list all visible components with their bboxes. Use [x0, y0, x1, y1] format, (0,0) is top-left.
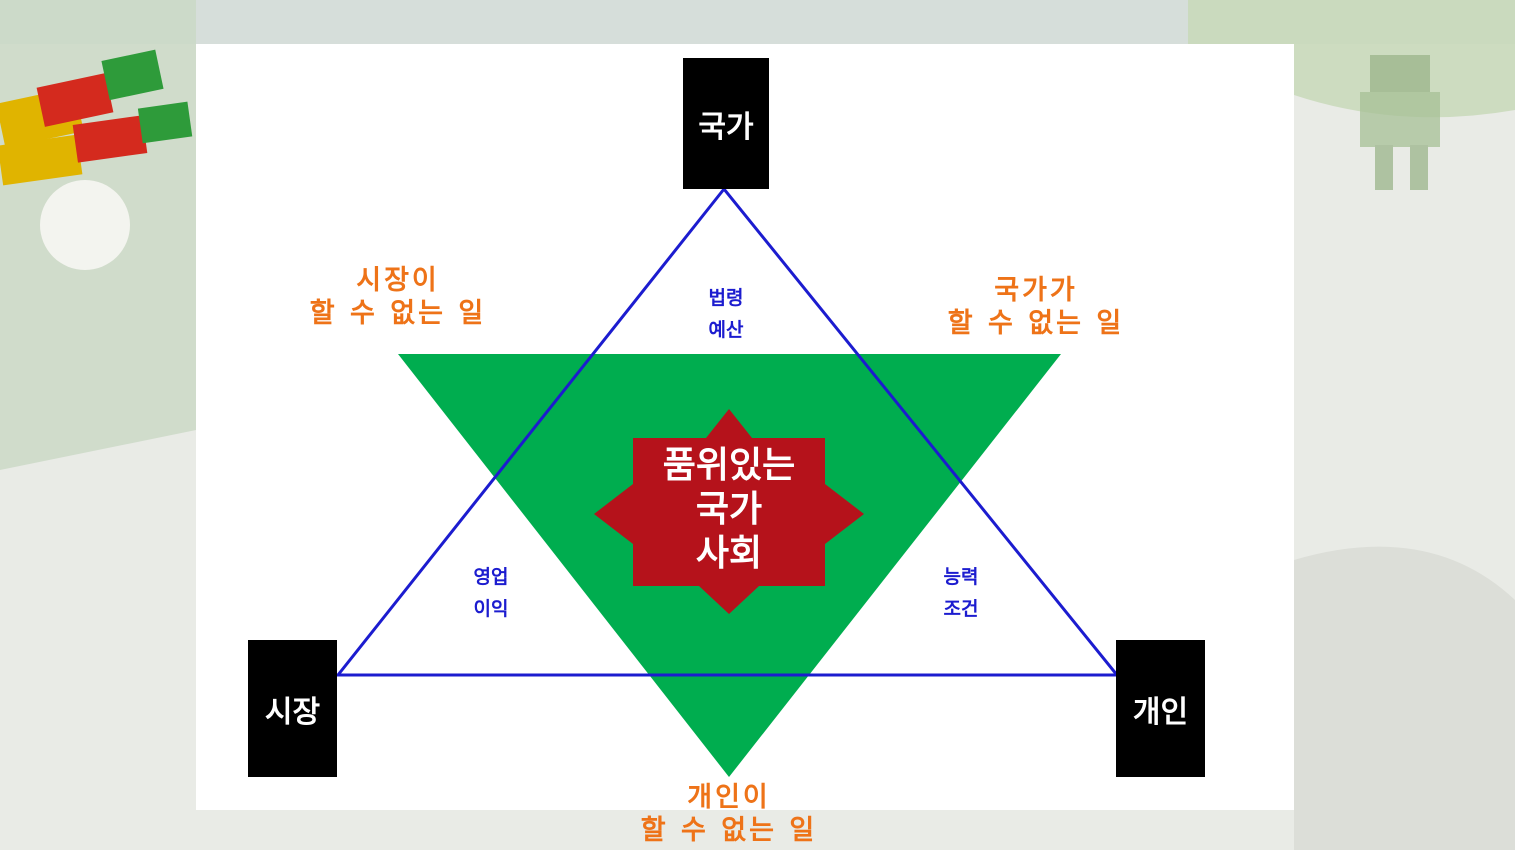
- individual-cannot-line1: 개인이: [687, 782, 771, 813]
- individual-tools-line1: 능력: [943, 566, 979, 588]
- state-cannot-line1: 국가가: [994, 275, 1078, 306]
- center-line2: 국가: [695, 489, 763, 530]
- market-tools-line1: 영업: [473, 566, 509, 588]
- star-diagram: [334, 186, 1121, 777]
- diagram-panel: 국가 시장 개인 시장이 할 수 없는 일 국가가 할 수 없는 일 개인이 할…: [196, 44, 1294, 846]
- market-cannot-line2: 할 수 없는 일: [309, 298, 487, 329]
- center-label: 품위있는 국가 사회: [614, 444, 844, 576]
- individual-tools-line2: 조건: [943, 598, 979, 620]
- individual-cannot-label: 개인이 할 수 없는 일: [629, 781, 829, 847]
- state-tools-line2: 예산: [708, 319, 744, 341]
- center-line1: 품위있는: [662, 445, 796, 486]
- state-tools-label: 법령 예산: [686, 282, 766, 346]
- state-tools-line1: 법령: [708, 287, 744, 309]
- individual-tools-label: 능력 조건: [921, 561, 1001, 625]
- state-cannot-line2: 할 수 없는 일: [947, 308, 1125, 339]
- market-cannot-line1: 시장이: [356, 265, 440, 296]
- market-cannot-label: 시장이 할 수 없는 일: [298, 264, 498, 330]
- individual-node: 개인: [1116, 640, 1205, 777]
- state-cannot-label: 국가가 할 수 없는 일: [936, 274, 1136, 340]
- state-node-label: 국가: [698, 109, 754, 145]
- individual-node-label: 개인: [1132, 694, 1189, 730]
- colorful-blocks-illustration: [0, 49, 193, 186]
- center-line3: 사회: [695, 533, 763, 574]
- center-star-shape: [594, 409, 864, 614]
- market-tools-line2: 이익: [473, 598, 509, 620]
- market-node: 시장: [248, 640, 337, 777]
- market-tools-label: 영업 이익: [451, 561, 531, 625]
- blue-outline-triangle: [334, 186, 1121, 677]
- market-node-label: 시장: [264, 694, 321, 730]
- state-node: 국가: [683, 58, 769, 189]
- robot-illustration: [1360, 55, 1440, 190]
- individual-cannot-line2: 할 수 없는 일: [640, 815, 818, 846]
